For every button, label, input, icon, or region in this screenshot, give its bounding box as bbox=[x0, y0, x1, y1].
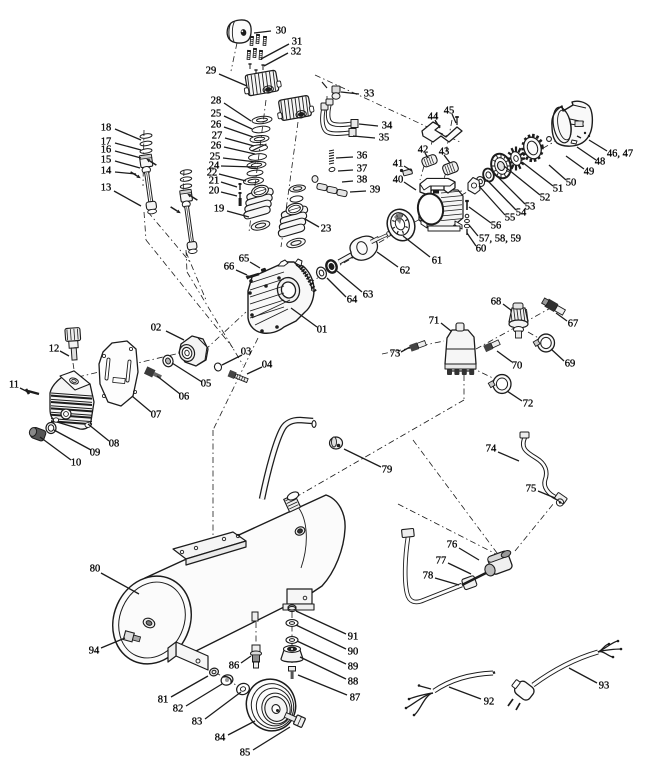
svg-text:77: 77 bbox=[436, 556, 447, 567]
svg-text:61: 61 bbox=[432, 256, 443, 267]
svg-text:94: 94 bbox=[89, 646, 100, 657]
svg-text:72: 72 bbox=[523, 399, 534, 410]
svg-text:36: 36 bbox=[357, 151, 368, 162]
svg-text:66: 66 bbox=[224, 262, 235, 273]
svg-text:01: 01 bbox=[317, 325, 328, 336]
svg-text:35: 35 bbox=[379, 133, 390, 144]
svg-text:06: 06 bbox=[179, 392, 190, 403]
svg-text:05: 05 bbox=[201, 379, 212, 390]
svg-text:87: 87 bbox=[350, 693, 361, 704]
svg-text:26: 26 bbox=[211, 141, 222, 152]
svg-text:71: 71 bbox=[429, 316, 440, 327]
svg-text:54: 54 bbox=[516, 208, 527, 219]
svg-text:27: 27 bbox=[212, 131, 223, 142]
svg-text:56: 56 bbox=[491, 221, 502, 232]
svg-text:63: 63 bbox=[363, 290, 374, 301]
svg-text:19: 19 bbox=[214, 204, 225, 215]
svg-text:60: 60 bbox=[476, 244, 487, 255]
svg-text:92: 92 bbox=[484, 697, 495, 708]
svg-text:34: 34 bbox=[382, 121, 393, 132]
svg-text:21: 21 bbox=[209, 176, 220, 187]
svg-text:46, 47: 46, 47 bbox=[607, 149, 633, 160]
svg-text:29: 29 bbox=[206, 66, 217, 77]
svg-text:41: 41 bbox=[393, 159, 404, 170]
svg-text:73: 73 bbox=[390, 349, 401, 360]
svg-text:16: 16 bbox=[101, 145, 112, 156]
svg-text:32: 32 bbox=[291, 47, 302, 58]
svg-text:85: 85 bbox=[240, 748, 251, 759]
svg-text:02: 02 bbox=[151, 323, 162, 334]
svg-text:86: 86 bbox=[229, 661, 240, 672]
svg-text:88: 88 bbox=[348, 677, 359, 688]
svg-text:45: 45 bbox=[444, 106, 455, 117]
svg-text:70: 70 bbox=[512, 361, 523, 372]
svg-text:22: 22 bbox=[207, 168, 218, 179]
svg-text:49: 49 bbox=[584, 167, 595, 178]
svg-text:53: 53 bbox=[525, 202, 536, 213]
svg-text:42: 42 bbox=[418, 145, 429, 156]
svg-text:79: 79 bbox=[382, 465, 393, 476]
svg-text:43: 43 bbox=[439, 147, 450, 158]
svg-text:14: 14 bbox=[101, 166, 112, 177]
svg-text:18: 18 bbox=[101, 123, 112, 134]
svg-text:81: 81 bbox=[158, 695, 169, 706]
svg-text:25: 25 bbox=[211, 109, 222, 120]
svg-text:78: 78 bbox=[423, 571, 434, 582]
svg-text:17: 17 bbox=[101, 137, 112, 148]
svg-text:25: 25 bbox=[210, 152, 221, 163]
svg-text:80: 80 bbox=[90, 564, 101, 575]
svg-text:75: 75 bbox=[526, 484, 537, 495]
svg-text:90: 90 bbox=[348, 647, 359, 658]
svg-text:20: 20 bbox=[209, 186, 220, 197]
svg-text:12: 12 bbox=[49, 344, 60, 355]
svg-text:64: 64 bbox=[347, 295, 358, 306]
svg-text:89: 89 bbox=[348, 662, 359, 673]
svg-text:83: 83 bbox=[192, 717, 203, 728]
svg-text:13: 13 bbox=[101, 183, 112, 194]
svg-text:30: 30 bbox=[276, 26, 287, 37]
svg-text:67: 67 bbox=[568, 319, 579, 330]
svg-text:65: 65 bbox=[239, 254, 250, 265]
svg-text:08: 08 bbox=[109, 439, 120, 450]
svg-text:04: 04 bbox=[262, 360, 273, 371]
svg-text:15: 15 bbox=[101, 155, 112, 166]
svg-text:91: 91 bbox=[348, 632, 359, 643]
svg-text:68: 68 bbox=[491, 297, 502, 308]
svg-text:23: 23 bbox=[321, 224, 332, 235]
svg-text:33: 33 bbox=[364, 89, 375, 100]
svg-text:37: 37 bbox=[357, 164, 368, 175]
svg-text:93: 93 bbox=[599, 681, 610, 692]
svg-text:31: 31 bbox=[292, 37, 303, 48]
svg-text:76: 76 bbox=[447, 540, 458, 551]
svg-text:38: 38 bbox=[357, 175, 368, 186]
svg-text:09: 09 bbox=[90, 448, 101, 459]
svg-text:03: 03 bbox=[241, 347, 252, 358]
svg-text:44: 44 bbox=[428, 112, 439, 123]
svg-text:84: 84 bbox=[215, 733, 226, 744]
svg-text:07: 07 bbox=[151, 410, 162, 421]
svg-text:40: 40 bbox=[393, 175, 404, 186]
svg-text:11: 11 bbox=[9, 380, 19, 391]
svg-text:62: 62 bbox=[400, 266, 411, 277]
svg-text:82: 82 bbox=[173, 704, 184, 715]
svg-text:24: 24 bbox=[209, 161, 220, 172]
svg-text:55: 55 bbox=[505, 213, 516, 224]
svg-text:39: 39 bbox=[370, 185, 381, 196]
svg-text:51: 51 bbox=[553, 184, 564, 195]
svg-text:28: 28 bbox=[211, 96, 222, 107]
svg-text:10: 10 bbox=[71, 458, 82, 469]
svg-text:48: 48 bbox=[595, 157, 606, 168]
svg-text:57, 58, 59: 57, 58, 59 bbox=[479, 234, 521, 245]
svg-text:74: 74 bbox=[486, 444, 497, 455]
svg-text:50: 50 bbox=[566, 178, 577, 189]
svg-text:69: 69 bbox=[565, 359, 576, 370]
svg-text:52: 52 bbox=[540, 193, 551, 204]
svg-text:26: 26 bbox=[211, 120, 222, 131]
